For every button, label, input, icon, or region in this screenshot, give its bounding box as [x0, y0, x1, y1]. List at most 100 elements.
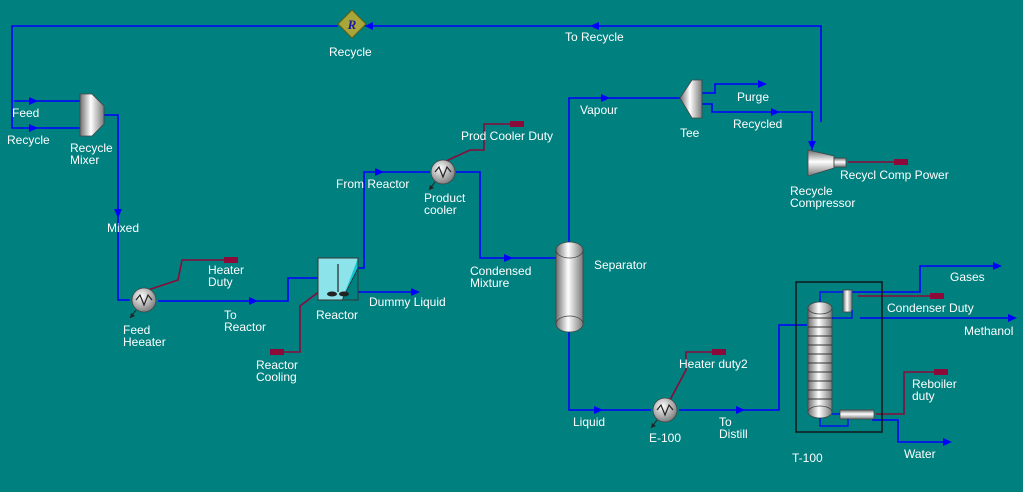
tee-label: Tee	[680, 126, 700, 140]
to-reactor-label: To Reactor	[224, 309, 266, 333]
arrow-methanol	[1008, 314, 1017, 322]
product-cooler-label-line2: cooler	[424, 203, 457, 217]
arrow-vapour	[601, 94, 610, 102]
energy-reboiler-duty-tip	[934, 369, 948, 375]
tee[interactable]	[679, 79, 703, 119]
recycl-comp-power-label: Recycl Comp Power	[840, 168, 949, 182]
energy-streams	[147, 123, 944, 415]
arrow-mixed	[114, 209, 122, 218]
e-100-label: E-100	[649, 431, 682, 445]
energy-heater-duty2-tip	[712, 349, 726, 355]
product-cooler[interactable]	[428, 159, 456, 191]
separator-label: Separator	[594, 258, 647, 272]
energy-heater-duty[interactable]	[147, 259, 232, 291]
stream-from-reactor[interactable]	[357, 171, 430, 269]
to-reactor-label-line2: Reactor	[224, 320, 267, 334]
recycle-compressor[interactable]	[807, 149, 847, 177]
energy-prod-cooler-duty[interactable]	[443, 123, 518, 163]
stream-vapour[interactable]	[568, 97, 680, 242]
to-recycle-label: To Recycle	[565, 30, 624, 44]
feed-label: Feed	[12, 106, 40, 120]
feed-heater-label: Feed Heeater	[123, 324, 166, 348]
condensed-mixture-label-line1: Condensed	[470, 264, 532, 278]
arrow-water	[943, 438, 952, 446]
stream-gases[interactable]	[848, 265, 1000, 293]
dummy-liquid-label: Dummy Liquid	[369, 295, 446, 309]
arrow-feed	[29, 97, 38, 105]
stream-water[interactable]	[872, 419, 950, 443]
recycle-compressor-label-line1: Recycle	[790, 184, 833, 198]
from-reactor-label: From Reactor	[336, 177, 410, 191]
mixed-label: Mixed	[107, 221, 140, 235]
stream-purge[interactable]	[700, 83, 765, 94]
arrow-to-reactor	[249, 297, 258, 305]
vapour-label: Vapour	[580, 103, 618, 117]
energy-arrows	[224, 121, 948, 375]
stream-mixed[interactable]	[102, 114, 130, 301]
purge-label: Purge	[737, 90, 770, 104]
stream-to-reactor[interactable]	[158, 277, 318, 302]
arrow-condensed	[504, 254, 513, 262]
reactor-label: Reactor	[316, 308, 359, 322]
t-100-reboiler	[839, 409, 875, 420]
gases-label: Gases	[950, 270, 985, 284]
arrow-recycled-down	[808, 141, 816, 150]
arrow-to-distill	[736, 406, 745, 414]
energy-reactor-cooling-tip	[270, 349, 284, 355]
arrow-to-recycle	[590, 22, 599, 30]
e-100-heater[interactable]	[650, 397, 678, 429]
arrow-recycled	[771, 108, 780, 116]
t-100-label: T-100	[792, 451, 823, 465]
arrow-recycle-in	[29, 124, 38, 132]
condenser-duty-label: Condenser Duty	[887, 301, 974, 315]
recycle-icon-letter: R	[347, 17, 357, 32]
recycle-compressor-label-line2: Compressor	[790, 196, 856, 210]
reactor[interactable]	[317, 257, 359, 301]
feed-heater[interactable]	[129, 287, 157, 319]
feed-heater-label-line1: Feed	[123, 323, 151, 337]
separator[interactable]	[555, 241, 584, 333]
stream-condensed-mixture[interactable]	[456, 171, 556, 259]
t-100-condenser-drum	[842, 289, 853, 313]
recycle-mixer[interactable]	[79, 93, 105, 137]
stream-to-recycle[interactable]	[365, 25, 822, 122]
material-streams	[11, 25, 1015, 443]
energy-prod-cooler-duty-tip	[510, 121, 524, 127]
reboiler-duty-label-line1: Reboiler	[912, 377, 957, 391]
recycle-block[interactable]: R	[337, 9, 367, 39]
heater-duty-label-line1: Heater	[208, 263, 245, 277]
to-distill-label: To Distill	[719, 416, 748, 440]
energy-reboiler-duty[interactable]	[876, 371, 944, 415]
arrow-from-reactor	[375, 168, 384, 176]
product-cooler-label: Product cooler	[424, 192, 465, 216]
condensed-mixture-label: Condensed Mixture	[470, 265, 531, 289]
energy-reactor-cooling[interactable]	[272, 287, 325, 353]
arrow-dummy-liquid	[411, 288, 420, 296]
reactor-cooling-label-line2: Cooling	[256, 370, 297, 384]
recycle-mixer-label: Recycle Mixer	[70, 142, 113, 166]
to-distill-label-line1: To	[719, 415, 732, 429]
stream-liquid[interactable]	[568, 332, 651, 411]
stream-recycle-out[interactable]	[11, 25, 338, 129]
recycled-label: Recycled	[733, 117, 783, 131]
recycle-diamond	[337, 9, 367, 39]
liquid-label: Liquid	[573, 415, 606, 429]
t-100-column[interactable]	[795, 281, 883, 433]
stream-recycled[interactable]	[700, 103, 813, 150]
methanol-label: Methanol	[964, 324, 1014, 338]
reactor-cooling-label-line1: Reactor	[256, 358, 299, 372]
arrow-purge	[758, 80, 767, 88]
product-cooler-label-line1: Product	[424, 191, 466, 205]
energy-condenser-duty-tip	[930, 293, 944, 299]
arrow-gases	[993, 262, 1002, 270]
arrow-liquid	[594, 406, 603, 414]
heater-duty-label: Heater Duty	[208, 264, 244, 288]
stream-arrows	[29, 22, 1017, 446]
to-reactor-label-line1: To	[224, 308, 237, 322]
heater-duty2-label: Heater duty2	[679, 357, 748, 371]
condensed-mixture-label-line2: Mixture	[470, 276, 510, 290]
stream-to-distill[interactable]	[679, 324, 807, 411]
prod-cooler-duty-label: Prod Cooler Duty	[461, 129, 554, 143]
energy-heater-duty2[interactable]	[669, 351, 722, 401]
